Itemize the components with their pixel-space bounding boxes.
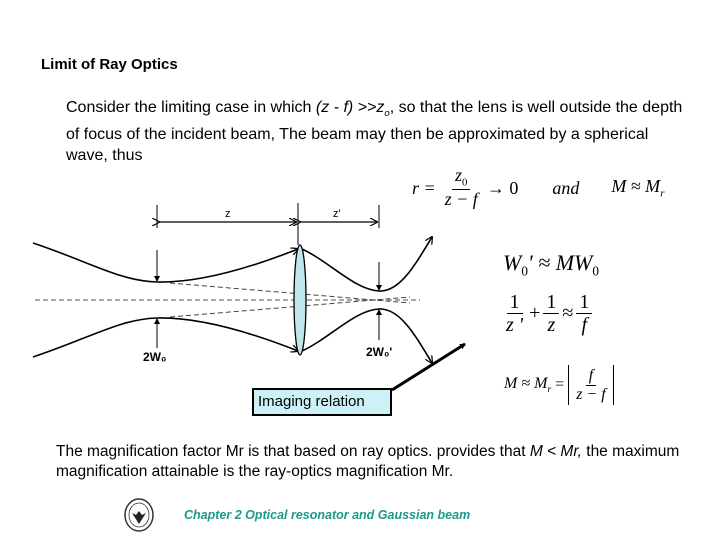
conclusion-paragraph: The magnification factor Mr is that base… — [56, 443, 680, 480]
lens-icon — [293, 244, 307, 356]
footer-chapter: Chapter 2 Optical resonator and Gaussian… — [184, 508, 471, 522]
label-waist-in: 2W₀ — [143, 350, 167, 364]
intro-paragraph: Consider the limiting case in which (z -… — [66, 99, 683, 165]
imaging-relation-callout: Imaging relation — [252, 388, 392, 416]
slide-title: Limit of Ray Optics — [41, 56, 178, 73]
equation-waist: W0' ≈ MW0 — [503, 250, 599, 279]
label-waist-out: 2W₀' — [366, 345, 393, 359]
intro-condition: (z - f) >>zo — [315, 99, 390, 120]
label-z: z — [225, 208, 231, 220]
fraction-r: z0 z − f — [444, 165, 478, 210]
university-seal-icon — [124, 498, 154, 532]
label-zprime: z' — [333, 208, 341, 220]
equation-limit: r = z0 z − f → 0 and M ≈ Mr — [412, 165, 665, 210]
